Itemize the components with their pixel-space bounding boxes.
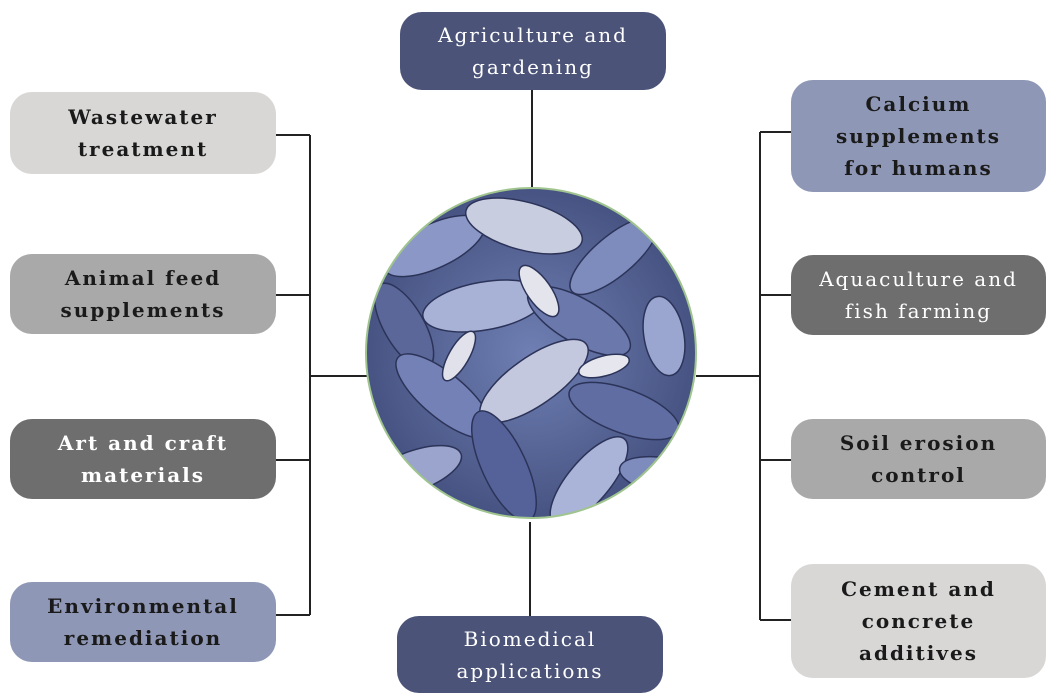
biomedical-label: Biomedical applications: [456, 623, 603, 687]
animal-feed-label: Animal feed supplements: [60, 262, 225, 326]
cement-label: Cement and concrete additives: [841, 573, 996, 669]
mussel-shells-image: [364, 186, 698, 520]
soil-erosion-label: Soil erosion control: [840, 427, 997, 491]
wastewater-box: Wastewater treatment: [10, 92, 276, 174]
art-craft-box: Art and craft materials: [10, 419, 276, 499]
aquaculture-box: Aquaculture and fish farming: [791, 255, 1046, 335]
calcium-box: Calcium supplements for humans: [791, 80, 1046, 192]
art-craft-label: Art and craft materials: [58, 427, 228, 491]
calcium-label: Calcium supplements for humans: [836, 88, 1001, 184]
animal-feed-box: Animal feed supplements: [10, 254, 276, 334]
agriculture-label: Agriculture and gardening: [438, 19, 628, 83]
biomedical-box: Biomedical applications: [397, 616, 663, 693]
environmental-box: Environmental remediation: [10, 582, 276, 662]
agriculture-box: Agriculture and gardening: [400, 12, 666, 90]
soil-erosion-box: Soil erosion control: [791, 419, 1046, 499]
wastewater-label: Wastewater treatment: [68, 101, 218, 165]
environmental-label: Environmental remediation: [47, 590, 239, 654]
cement-box: Cement and concrete additives: [791, 564, 1046, 678]
aquaculture-label: Aquaculture and fish farming: [819, 263, 1018, 327]
